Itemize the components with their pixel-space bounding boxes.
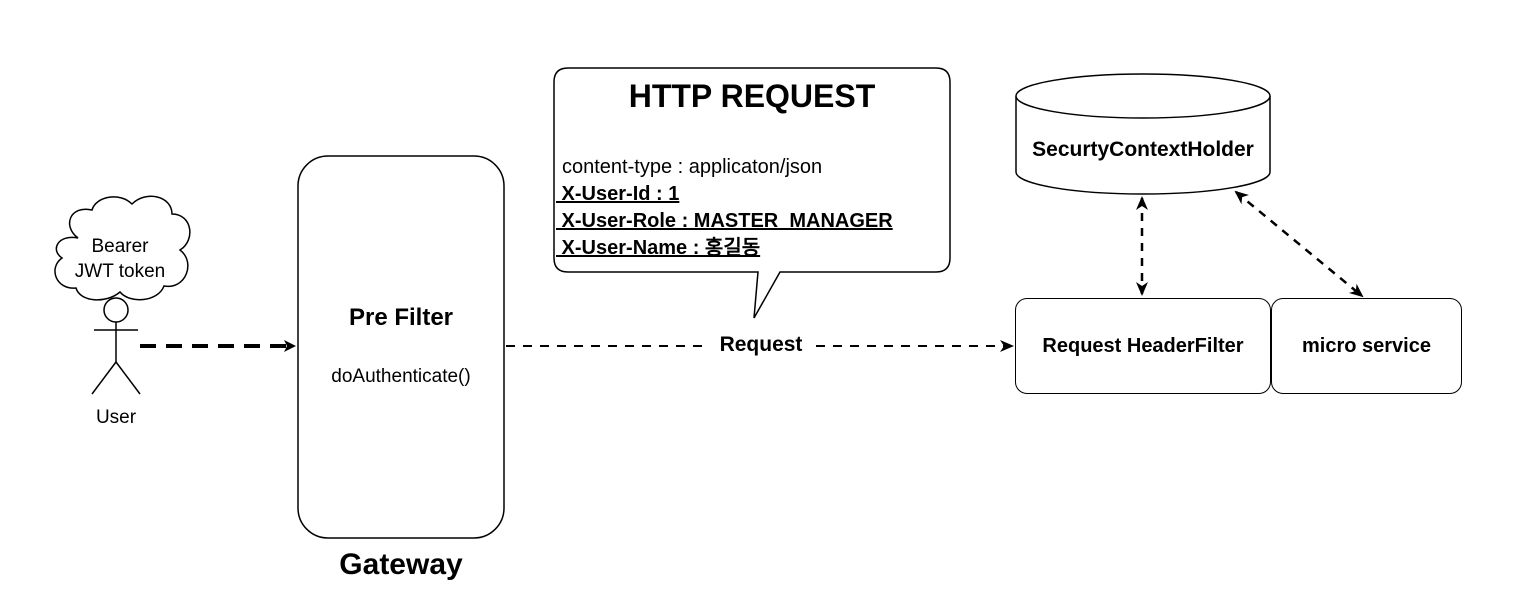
gateway-label: Gateway	[339, 548, 463, 581]
http-request-lines: content-type : applicaton/json X-User-Id…	[556, 154, 893, 262]
pre-filter-method: doAuthenticate()	[331, 366, 471, 387]
header-content-type: content-type : applicaton/json	[562, 156, 823, 178]
user-label: User	[95, 407, 137, 428]
header-user-id: X-User-Id : 1	[556, 183, 680, 205]
token-cloud-shape	[54, 195, 191, 301]
request-edge-label: Request	[719, 333, 803, 356]
cloud-label: Bearer JWT token	[58, 234, 182, 284]
security-context-cylinder	[1015, 73, 1271, 195]
header-user-name: X-User-Name : 홍길동	[556, 237, 761, 259]
cloud-line-jwt: JWT token	[74, 261, 166, 282]
user-actor-icon	[91, 297, 141, 395]
http-request-callout	[553, 67, 951, 319]
request-header-filter-box: Request HeaderFilter	[1015, 298, 1271, 394]
micro-service-box: micro service	[1271, 298, 1462, 394]
context-to-microservice-arrow	[1234, 190, 1364, 298]
micro-service-label: micro service	[1302, 334, 1431, 357]
header-user-role: X-User-Role : MASTER_MANAGER	[556, 210, 893, 232]
request-header-filter-label: Request HeaderFilter	[1042, 334, 1244, 357]
security-context-label: SecurtyContextHolder	[1032, 138, 1254, 161]
pre-filter-box	[297, 155, 505, 539]
pre-filter-title: Pre Filter	[348, 304, 454, 331]
http-request-title: HTTP REQUEST	[628, 78, 876, 114]
cloud-line-bearer: Bearer	[91, 236, 149, 257]
